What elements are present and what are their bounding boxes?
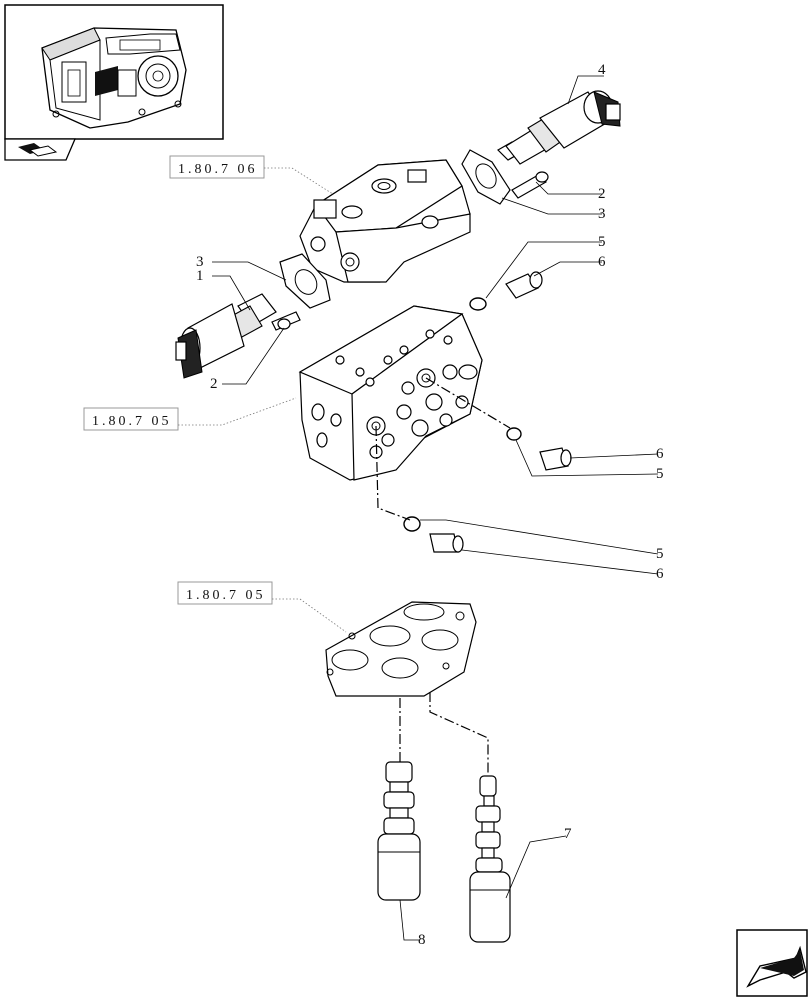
plug-top xyxy=(505,271,543,299)
callout-7: 7 xyxy=(564,826,572,842)
callout-3-left: 3 xyxy=(196,254,204,270)
plug-low xyxy=(429,533,464,553)
callout-5-low: 5 xyxy=(656,546,664,562)
spool-7 xyxy=(469,775,511,943)
ref-box-plate[interactable]: 1.80.7 05 xyxy=(177,581,273,605)
callout-6-low: 6 xyxy=(656,566,664,582)
centerline-block-down xyxy=(375,425,411,521)
callout-6-mid: 6 xyxy=(656,446,664,462)
thumbnail-panel[interactable] xyxy=(4,4,224,161)
o-ring-mid xyxy=(506,427,522,441)
o-ring-top xyxy=(469,297,487,311)
gasket-right xyxy=(461,149,511,205)
control-valve-housing xyxy=(299,159,471,283)
spool-8 xyxy=(377,761,421,901)
part-category-icon xyxy=(18,143,58,157)
ref-plate: 1.80.7 05 xyxy=(186,588,266,603)
o-ring-low xyxy=(403,516,421,532)
solenoid-valve-1 xyxy=(175,293,277,379)
ref-control-valve: 1.80.7 06 xyxy=(178,162,258,177)
mounting-plate xyxy=(325,601,477,697)
next-page-arrow-icon[interactable] xyxy=(736,929,808,997)
callout-2-left: 2 xyxy=(210,376,218,392)
gasket-left xyxy=(279,253,331,309)
main-valve-block xyxy=(298,305,483,481)
transmission-housing-thumbnail xyxy=(41,27,187,129)
solenoid-valve-4 xyxy=(497,90,621,165)
centerline-block-right xyxy=(425,377,511,429)
callout-5-mid: 5 xyxy=(656,466,664,482)
callout-5-top: 5 xyxy=(598,234,606,250)
ref-box-control-valve[interactable]: 1.80.7 06 xyxy=(169,155,265,179)
callout-4: 4 xyxy=(598,62,606,78)
callout-6-top: 6 xyxy=(598,254,606,270)
ref-box-valve-block[interactable]: 1.80.7 05 xyxy=(83,407,179,431)
callout-8: 8 xyxy=(418,932,426,948)
ref-valve-block: 1.80.7 05 xyxy=(92,414,172,429)
callout-3-top: 3 xyxy=(598,206,606,222)
plug-mid xyxy=(539,447,572,471)
bolt-top xyxy=(511,171,549,199)
bolt-left xyxy=(271,311,301,331)
callout-1-left: 1 xyxy=(196,268,204,284)
centerline-spool-7 xyxy=(429,692,489,776)
callout-2-top: 2 xyxy=(598,186,606,202)
